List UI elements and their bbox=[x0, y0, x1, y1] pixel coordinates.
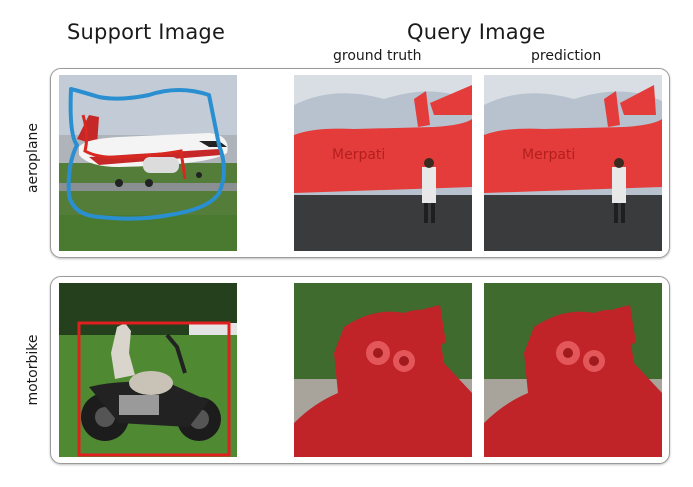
row-label-aeroplane: aeroplane bbox=[25, 122, 41, 194]
row-label-motorbike: motorbike bbox=[25, 334, 41, 406]
aircraft-logo-pred: Merpati bbox=[522, 147, 575, 163]
row-motorbike bbox=[50, 276, 670, 464]
support-image-motorbike bbox=[59, 283, 237, 457]
query-ground-truth-aeroplane: Merpati bbox=[294, 75, 472, 251]
ground-truth-label: ground truth bbox=[333, 48, 422, 64]
support-image-aeroplane bbox=[59, 75, 237, 251]
query-image-header: Query Image bbox=[407, 20, 546, 44]
prediction-label: prediction bbox=[531, 48, 602, 64]
query-prediction-motorbike bbox=[484, 283, 662, 457]
aircraft-logo-gt: Merpati bbox=[332, 147, 385, 163]
support-image-header: Support Image bbox=[67, 20, 226, 44]
query-prediction-aeroplane: Merpati bbox=[484, 75, 662, 251]
query-ground-truth-motorbike bbox=[294, 283, 472, 457]
row-aeroplane: Merpati Merpati bbox=[50, 68, 670, 258]
